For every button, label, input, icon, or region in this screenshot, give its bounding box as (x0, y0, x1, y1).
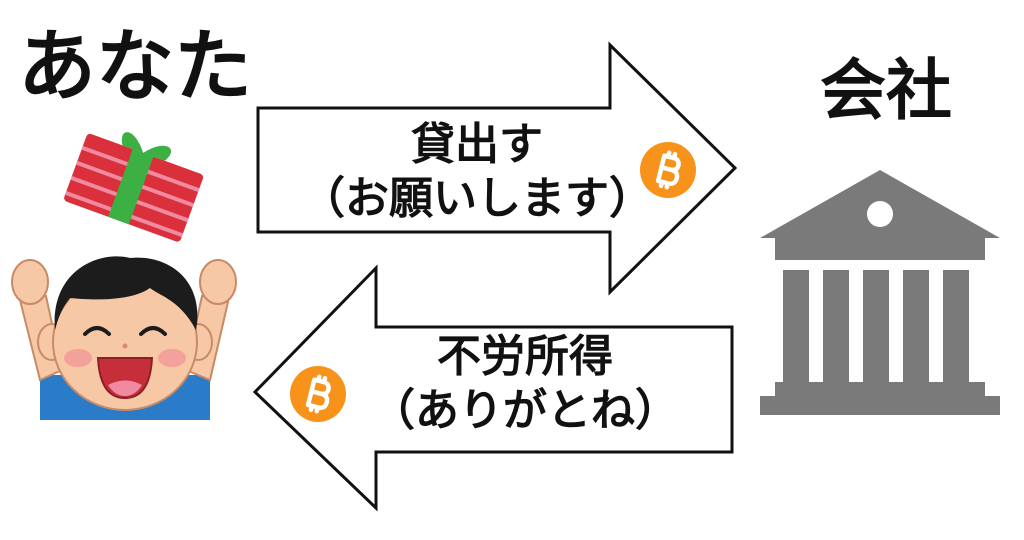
gift-box-icon (64, 132, 204, 242)
lend-flow-line1: 貸出す (411, 119, 543, 170)
arrow-lend (256, 41, 738, 296)
income-flow-line1: 不労所得 (437, 331, 613, 382)
label-company: 会社 (820, 52, 952, 129)
lend-flow-line2: （お願いします） (301, 172, 653, 224)
label-you: あなた (18, 22, 253, 112)
arrow-income (252, 264, 734, 512)
bitcoin-coin-icon (640, 142, 696, 198)
cheering-boy-icon (11, 256, 237, 420)
income-flow-text: 不労所得 （ありがとね） (360, 330, 690, 437)
bank-building-icon (760, 170, 1000, 415)
bitcoin-coin-icon (290, 366, 346, 422)
lend-flow-text: 貸出す （お願いします） (292, 118, 662, 225)
income-flow-line2: （ありがとね） (371, 384, 679, 436)
